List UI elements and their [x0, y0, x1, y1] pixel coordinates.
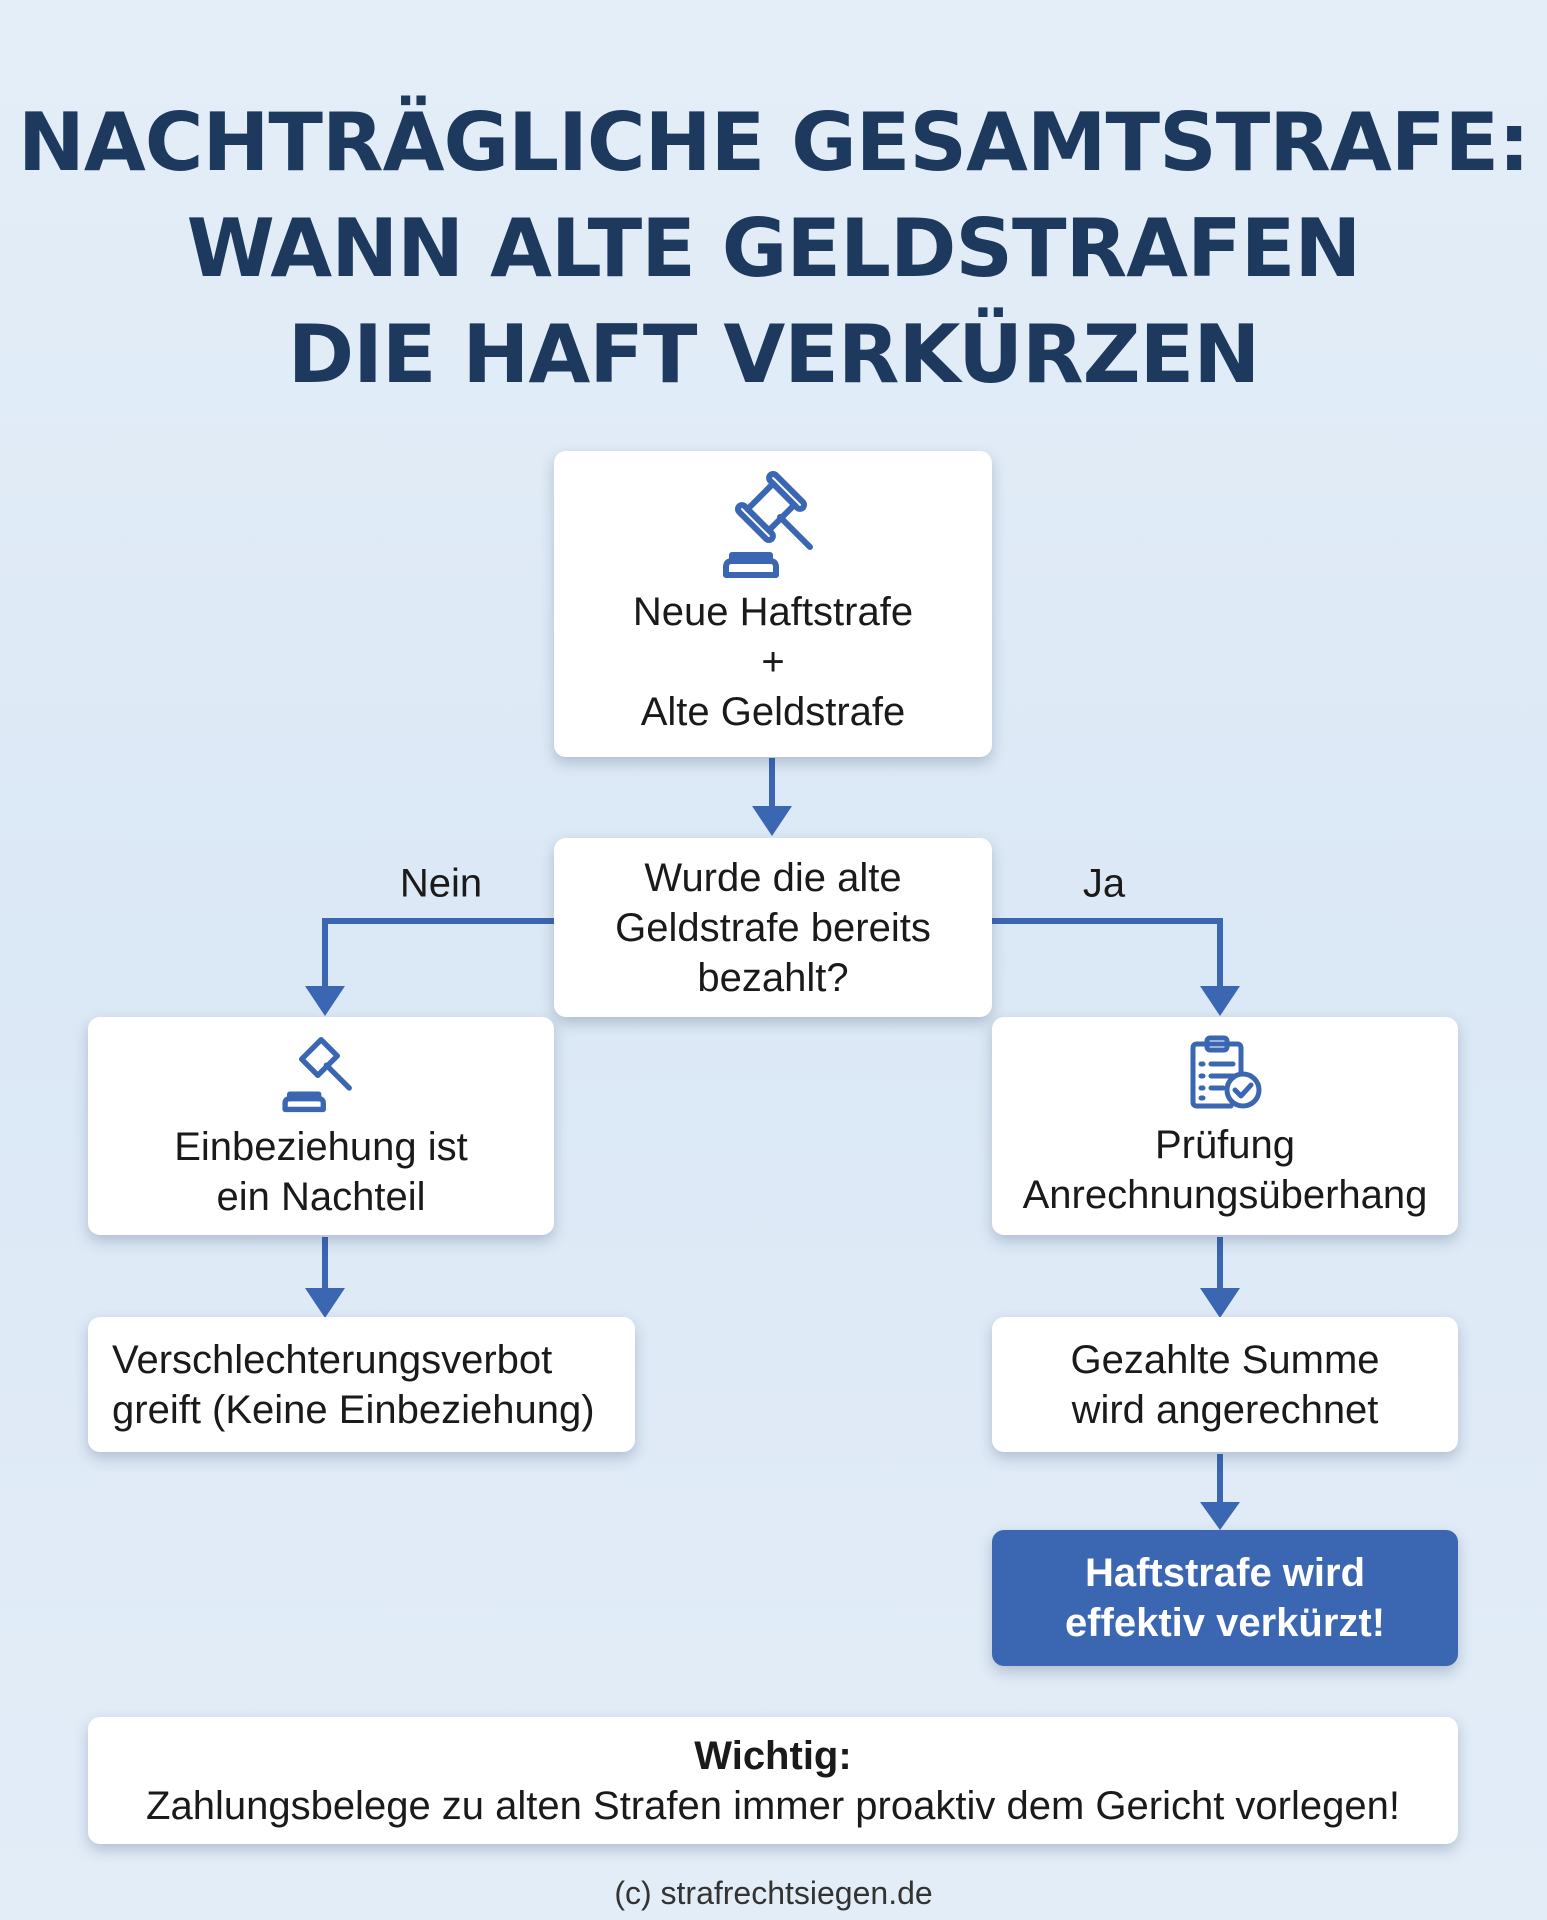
footer-credit: (c) strafrechtsiegen.de: [614, 1875, 933, 1911]
important-note: Wichtig: Zahlungsbelege zu alten Strafen…: [88, 1717, 1458, 1844]
start-line-1: Neue Haftstrafe: [632, 590, 914, 634]
question-line: bezahlt?: [697, 955, 849, 1000]
right1-line: Prüfung: [1154, 1123, 1296, 1167]
gavel-icon: [282, 1036, 352, 1113]
right2-line: wird angerechnet: [1071, 1387, 1379, 1432]
left1-line: Einbeziehung ist: [174, 1125, 468, 1169]
right-node-2: Gezahlte Summe wird angerechnet: [992, 1317, 1458, 1452]
note-heading: Wichtig:: [694, 1733, 852, 1778]
result-node: Haftstrafe wird effektiv verkürzt!: [992, 1530, 1458, 1666]
note-text: Zahlungsbelege zu alten Strafen immer pr…: [146, 1783, 1400, 1828]
left2-line: greift (Keine Einbeziehung): [112, 1387, 595, 1432]
clipboard-check-icon: [1190, 1035, 1262, 1109]
right1-line: Anrechnungsüberhang: [1022, 1173, 1428, 1217]
yes-label: Ja: [1082, 861, 1126, 906]
right-node-1: Prüfung Anrechnungsüberhang: [992, 1017, 1458, 1235]
title-line-1: NACHTRÄGLICHE GESAMTSTRAFE:: [17, 96, 1530, 189]
no-label: Nein: [399, 861, 483, 906]
arrow-yes: [992, 918, 1223, 992]
question-line: Wurde die alte: [644, 855, 902, 900]
gavel-icon: [723, 471, 813, 578]
question-node: Wurde die alte Geldstrafe bereits bezahl…: [554, 838, 992, 1017]
right2-line: Gezahlte Summe: [1070, 1337, 1380, 1382]
start-plus: +: [761, 640, 785, 684]
title-line-2: WANN ALTE GELDSTRAFEN: [186, 202, 1362, 295]
left2-line: Verschlechterungsverbot: [112, 1337, 553, 1382]
start-node: Neue Haftstrafe + Alte Geldstrafe: [554, 451, 992, 757]
question-line: Geldstrafe bereits: [615, 905, 931, 950]
result-line: effektiv verkürzt!: [1064, 1601, 1386, 1645]
start-line-2: Alte Geldstrafe: [640, 690, 906, 734]
result-line: Haftstrafe wird: [1084, 1551, 1366, 1595]
title-line-3: DIE HAFT VERKÜRZEN: [287, 308, 1261, 401]
left1-line: ein Nachteil: [216, 1175, 426, 1219]
page-title: NACHTRÄGLICHE GESAMTSTRAFE: WANN ALTE GE…: [0, 90, 1547, 408]
arrow-no: [322, 918, 554, 992]
left-node-1: Einbeziehung ist ein Nachteil: [88, 1017, 554, 1235]
left-node-2: Verschlechterungsverbot greift (Keine Ei…: [88, 1317, 635, 1452]
